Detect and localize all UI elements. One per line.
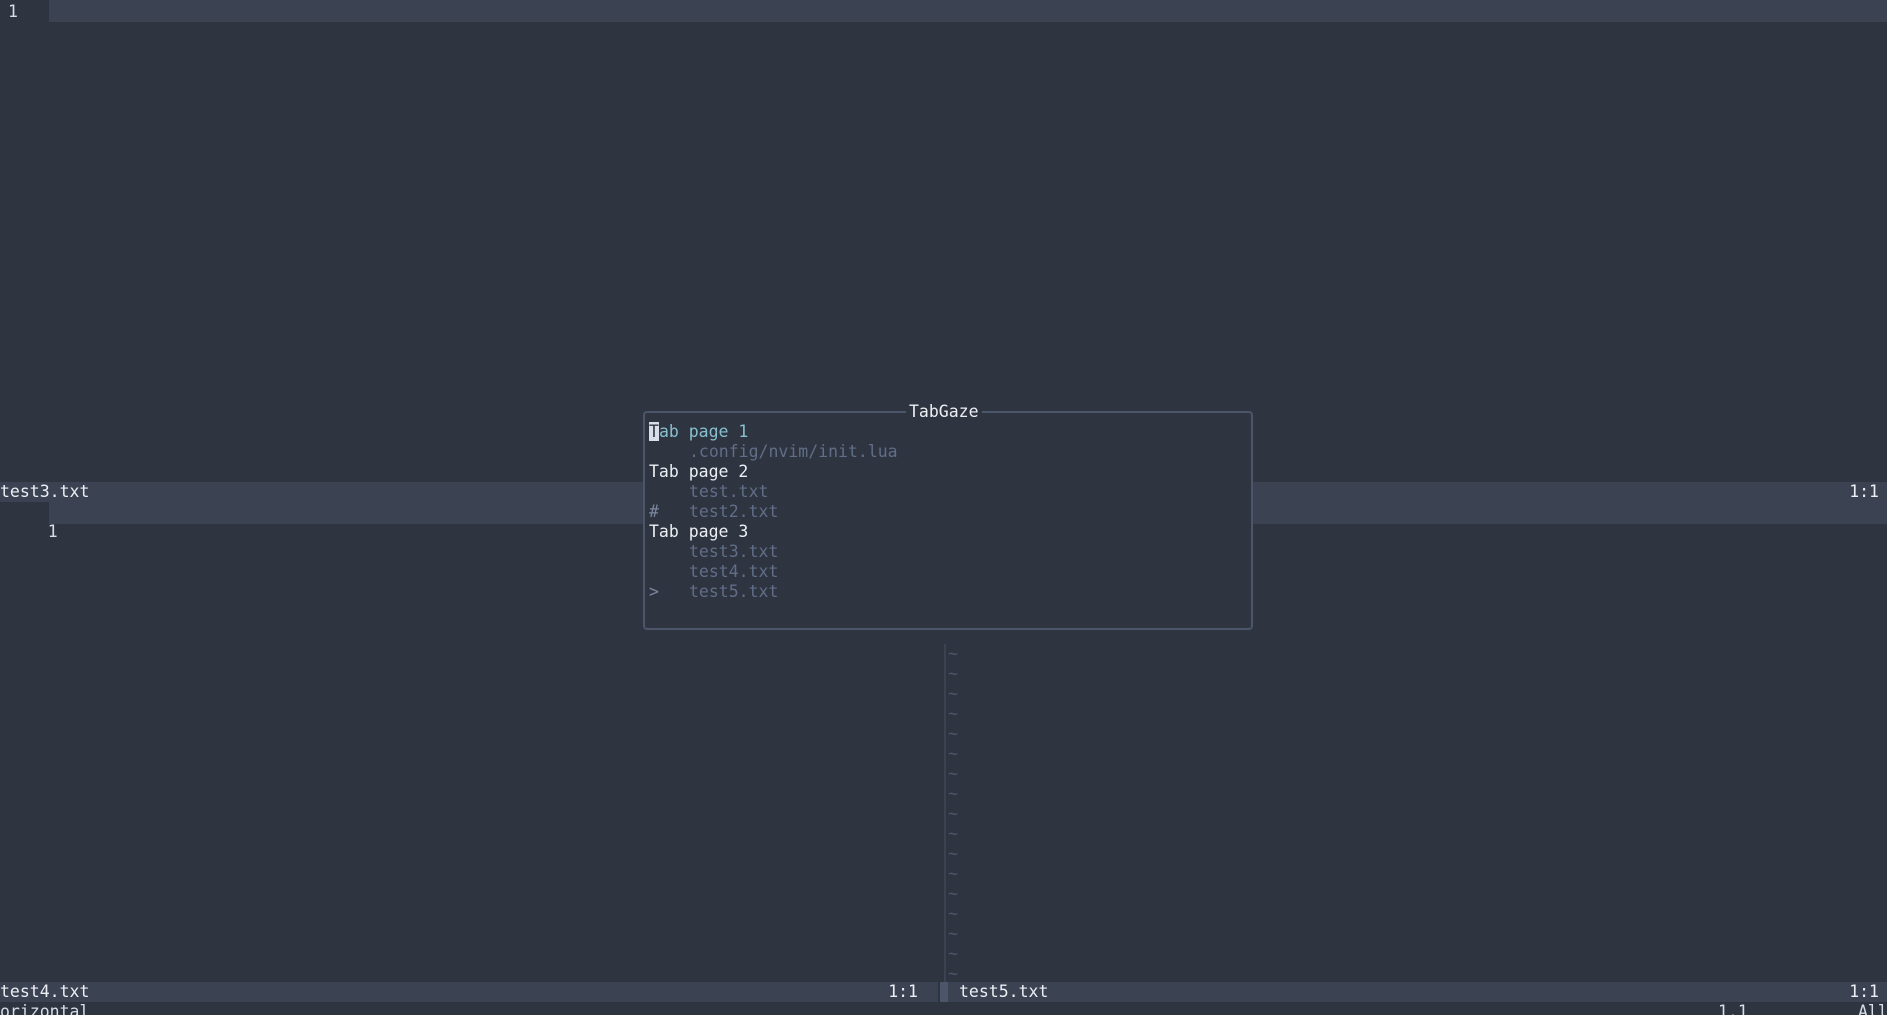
- tab-window-entry[interactable]: > test5.txt: [649, 582, 898, 602]
- statusline-position: 1:1: [1849, 982, 1879, 1001]
- window-filename: test4.txt: [689, 562, 779, 581]
- window-filename: test5.txt: [689, 582, 779, 601]
- float-title: TabGaze: [906, 402, 982, 422]
- tab-window-entry[interactable]: .config/nvim/init.lua: [649, 442, 898, 462]
- cursor: T: [649, 422, 659, 441]
- tab-window-entry[interactable]: test.txt: [649, 482, 898, 502]
- window-filename: test3.txt: [689, 542, 779, 561]
- tab-page-header[interactable]: Tab page 1: [649, 422, 898, 442]
- line-number: 1: [8, 2, 18, 21]
- top-window-gutter: 1: [0, 0, 48, 22]
- tab-page-header[interactable]: Tab page 3: [649, 522, 749, 541]
- top-window-cursorline[interactable]: [49, 0, 1887, 22]
- statusline-position: 1:1: [888, 982, 918, 1001]
- tab-window-entry[interactable]: # test2.txt: [649, 502, 898, 522]
- end-of-buffer-tildes: ~ ~ ~ ~ ~ ~ ~ ~ ~ ~ ~ ~ ~ ~ ~ ~ ~: [948, 644, 958, 983]
- mid-window-gutter: 1: [8, 502, 58, 562]
- window-filename: test2.txt: [689, 502, 779, 521]
- window-filename: test.txt: [689, 482, 769, 501]
- command-line[interactable]: orizontal: [0, 1002, 90, 1015]
- tabgaze-float-window[interactable]: [643, 411, 1253, 630]
- window-marker: #: [649, 502, 659, 521]
- statusline-filename: test5.txt: [959, 982, 1049, 1001]
- statusline-filename: test3.txt: [0, 482, 90, 501]
- statusline-test5[interactable]: test5.txt 1:1: [948, 982, 1887, 1002]
- statusline-separator: [940, 982, 948, 1002]
- tab-page-header[interactable]: Tab page 2: [649, 462, 749, 481]
- statusline-test4[interactable]: test4.txt 1:1: [0, 982, 938, 1002]
- tab-window-entry[interactable]: test4.txt: [649, 562, 898, 582]
- statusline-filename: test4.txt: [0, 982, 90, 1001]
- ruler-scroll: All: [1858, 1002, 1887, 1015]
- window-marker: >: [649, 582, 659, 601]
- window-filename: .config/nvim/init.lua: [689, 442, 898, 461]
- tab-page-label-rest: ab page 1: [658, 422, 749, 441]
- vertical-split-separator[interactable]: [944, 644, 946, 982]
- tab-window-entry[interactable]: test3.txt: [649, 542, 898, 562]
- ruler-position: 1,1: [1718, 1002, 1748, 1015]
- line-number: 1: [47, 522, 58, 541]
- statusline-position: 1:1: [1849, 482, 1879, 501]
